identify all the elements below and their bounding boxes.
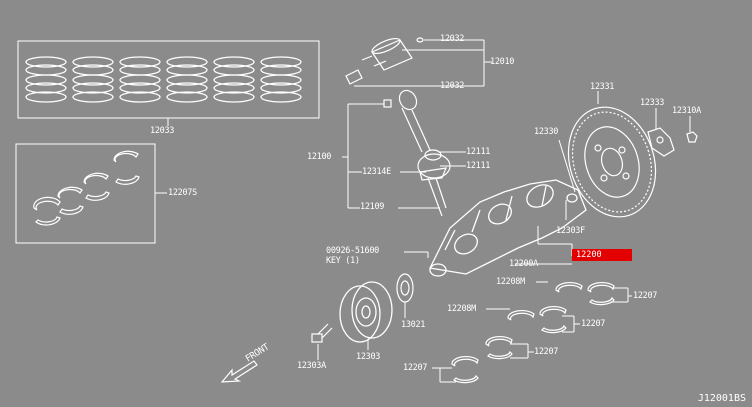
label-main-b: 12207 xyxy=(581,319,606,329)
main-bearings xyxy=(451,282,615,384)
label-key: KEY (1) xyxy=(326,256,360,266)
label-rod-bolt-a: 12111 xyxy=(466,147,491,157)
label-main-a: 12207 xyxy=(633,291,658,301)
label-flywheel-sub: 12303F xyxy=(556,226,585,236)
flywheel xyxy=(567,106,657,218)
piston-rings xyxy=(25,56,302,103)
flywheel-bolt xyxy=(686,131,698,143)
label-pilot: 12330 xyxy=(534,127,559,137)
ring-set-box xyxy=(17,40,320,119)
label-rod-nut: 12314E xyxy=(362,167,391,177)
label-main-c: 12207 xyxy=(534,347,559,357)
connecting-rod xyxy=(383,89,451,217)
pulley-bolt xyxy=(311,323,333,343)
label-piston: 12010 xyxy=(490,57,515,67)
label-main-d: 12207 xyxy=(403,363,428,373)
label-pulley: 12303 xyxy=(356,352,381,362)
rod-bearings xyxy=(33,150,140,226)
label-ring-set: 12033 xyxy=(150,126,175,136)
diagram-id: J12001BS xyxy=(697,393,746,404)
label-piston-top: 12032 xyxy=(440,34,465,44)
front-arrow-icon xyxy=(220,360,258,383)
label-flywheel: 12331 xyxy=(590,82,615,92)
label-sprocket: 13021 xyxy=(401,320,426,330)
label-bearing-set: 12207S xyxy=(168,188,197,198)
highlight-part-label[interactable]: 12200 xyxy=(572,249,632,261)
label-piston-bottom: 12032 xyxy=(440,81,465,91)
bearing-set-box xyxy=(15,143,156,244)
label-pulley-bolt: 12303A xyxy=(297,361,326,371)
label-plate: 12333 xyxy=(640,98,665,108)
label-key-part: 00926-51600 xyxy=(326,246,379,256)
crankshaft xyxy=(429,179,587,277)
flywheel-plate xyxy=(647,127,675,157)
label-bolt: 12310A xyxy=(672,106,701,116)
crank-pulley xyxy=(339,281,393,343)
label-thrust-b: 12208M xyxy=(447,304,476,314)
piston xyxy=(345,37,424,85)
label-thrust-a: 12208M xyxy=(496,277,525,287)
label-rod: 12100 xyxy=(307,152,332,162)
crank-sprocket xyxy=(396,273,414,303)
label-rod-bolt-b: 12111 xyxy=(466,161,491,171)
label-rod-bearing: 12109 xyxy=(360,202,385,212)
label-crank-sub: 12200A xyxy=(509,259,538,269)
